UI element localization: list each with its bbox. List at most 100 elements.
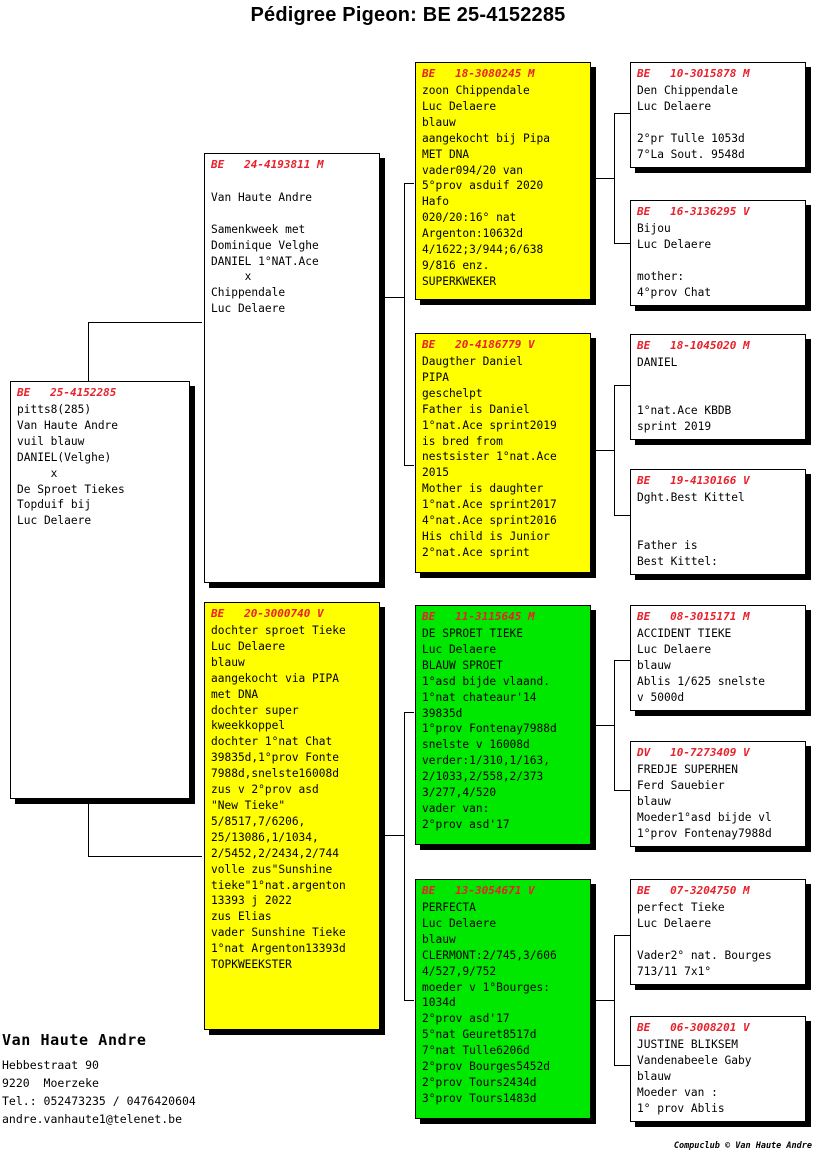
- text-line: DANIEL(Velghe): [17, 450, 112, 464]
- text-line: De Sproet Tiekes: [17, 482, 125, 496]
- text-line: 7°nat Tulle6206d: [422, 1044, 530, 1058]
- text-line: [637, 387, 800, 403]
- text-line: 1°nat.Ace sprint2017: [422, 498, 557, 512]
- text-line: [637, 932, 800, 948]
- text-line: 020/20:16° nat: [422, 211, 517, 225]
- text-line: kweekkoppel: [211, 719, 286, 733]
- text-line: 2°prov Bourges5452d: [422, 1060, 550, 1074]
- text-line: Vader2° nat. Bourges: [637, 948, 772, 962]
- text-line: vuil blauw: [17, 434, 85, 448]
- text-line: DE SPROET TIEKE: [422, 627, 524, 640]
- text-line: JUSTINE BLIKSEM: [637, 1038, 739, 1051]
- ring-number: BE 11-3115645 M: [422, 610, 535, 623]
- text-line: Vandenabeele Gaby: [637, 1053, 752, 1067]
- text-line: Topduif bij: [17, 498, 92, 512]
- text-line: 1°nat Argenton13393d: [211, 942, 346, 956]
- text-line: volle zus"Sunshine: [211, 862, 333, 876]
- text-line: DANIEL: [637, 356, 678, 369]
- text-line: Tel.: 052473235 / 0476420604: [2, 1094, 196, 1108]
- text-line: 2/1033,2/558,2/373: [422, 770, 544, 784]
- connector-mother-to-sire: [404, 712, 414, 713]
- ring-number: DV 10-7273409 V: [637, 746, 750, 759]
- text-line: [211, 174, 374, 190]
- ring-number: BE 18-3080245 M: [422, 67, 535, 80]
- text-line: 5°nat Geuret8517d: [422, 1028, 537, 1042]
- text-line: Den Chippendale: [637, 84, 739, 97]
- connector-g3a-stem: [596, 178, 614, 179]
- text-line: Luc Delaere: [211, 639, 286, 653]
- text-line: x: [17, 466, 58, 480]
- pedigree-box-subject[interactable]: BE 25-4152285 pitts8(285)Van Haute Andre…: [10, 381, 190, 799]
- ring-number: BE 20-4186779 V: [422, 338, 535, 351]
- text-line: vader van:: [422, 801, 490, 815]
- text-line: Ferd Sauebier: [637, 778, 725, 792]
- connector-g3b-stem: [596, 450, 614, 451]
- text-line: His child is Junior: [422, 529, 550, 543]
- connector-g3c-stem: [596, 725, 614, 726]
- text-line: Luc Delaere: [422, 916, 497, 930]
- connector-g3b-to-dam: [614, 515, 630, 516]
- text-line: Luc Delaere: [17, 514, 92, 528]
- pedigree-box-ggp-8[interactable]: BE 06-3008201 V JUSTINE BLIKSEM Vandenabe…: [630, 1016, 806, 1122]
- connector-subject-to-father: [88, 322, 202, 323]
- text-line: andre.vanhaute1@telenet.be: [2, 1112, 183, 1126]
- ring-number: BE 18-1045020 M: [637, 339, 750, 352]
- text-line: Van Haute Andre: [211, 190, 313, 204]
- text-line: 4°nat.Ace sprint2016: [422, 514, 557, 528]
- text-line: 1°prov Fontenay7988d: [422, 722, 557, 736]
- connector-subject-to-mother: [88, 856, 202, 857]
- ring-number: BE 13-3054671 V: [422, 884, 535, 897]
- connector-mother-to-dam: [404, 1000, 414, 1001]
- text-line: 39835d,1°prov Fonte: [211, 751, 339, 765]
- text-line: 3/277,4/520: [422, 786, 497, 800]
- ring-number: BE 07-3204750 M: [637, 884, 750, 897]
- text-line: 1°nat chateaur'14: [422, 690, 537, 704]
- text-line: 9/816 enz.: [422, 258, 490, 272]
- text-line: PIPA: [422, 370, 449, 384]
- pedigree-box-ggp-4[interactable]: BE 19-4130166 V Dght.Best Kittel Father …: [630, 469, 806, 575]
- text-line: ACCIDENT TIEKE: [637, 627, 732, 640]
- text-line: snelste v 16008d: [422, 738, 530, 752]
- connector-g3a-to-dam: [614, 243, 630, 244]
- connector-g3d-to-sire: [614, 935, 630, 936]
- text-line: verder:1/310,1/163,: [422, 754, 550, 768]
- text-line: moeder v 1°Bourges:: [422, 980, 550, 994]
- connector-g3c-to-sire: [614, 660, 630, 661]
- ring-number: BE 06-3008201 V: [637, 1021, 750, 1034]
- text-line: Luc Delaere: [211, 302, 286, 316]
- text-line: blauw: [422, 115, 456, 129]
- text-line: CLERMONT:2/745,3/606: [422, 948, 557, 962]
- connector-mother-vertical: [404, 712, 405, 1000]
- connector-g3c-to-dam: [614, 790, 630, 791]
- text-line: 5°prov asduif 2020: [422, 179, 544, 193]
- text-line: zus v 2°prov asd: [211, 783, 319, 797]
- ring-number: BE 20-3000740 V: [211, 607, 324, 620]
- text-line: aangekocht bij Pipa: [422, 131, 550, 145]
- text-line: 4°prov Chat: [637, 285, 712, 299]
- credit-line: Compuclub © Van Haute Andre: [673, 1141, 812, 1151]
- text-line: 2°nat.Ace sprint: [422, 545, 530, 559]
- text-line: 7988d,snelste16008d: [211, 767, 339, 781]
- text-line: blauw: [211, 655, 245, 669]
- pedigree-box-father[interactable]: BE 24-4193811 M Van Haute Andre Samenkwe…: [204, 153, 380, 583]
- text-line: tieke"1°nat.argenton: [211, 878, 346, 892]
- text-line: vader094/20 van: [422, 163, 524, 177]
- text-line: 4/527,9/752: [422, 964, 497, 978]
